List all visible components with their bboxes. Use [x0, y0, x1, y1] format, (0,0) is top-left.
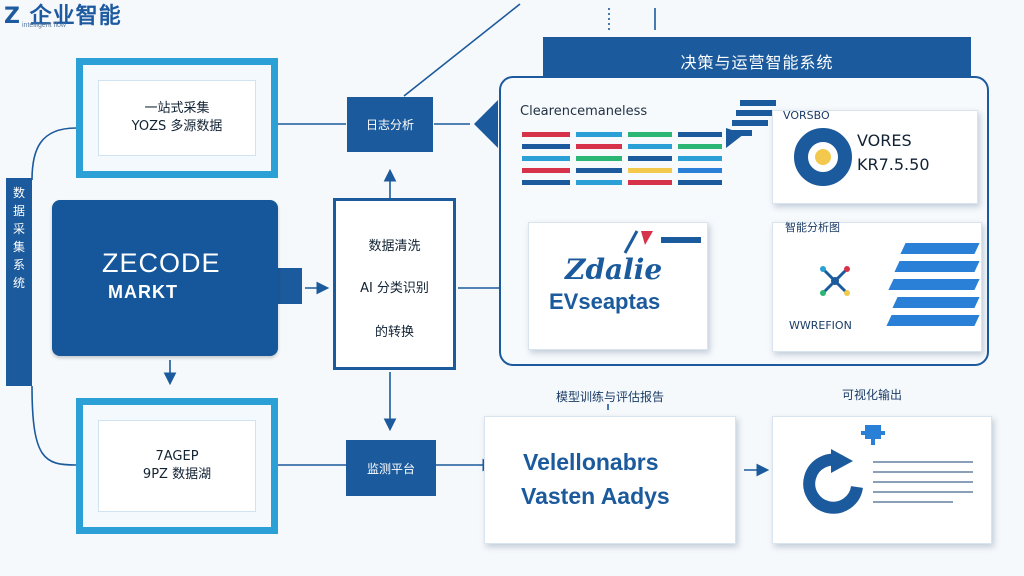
product-logo-card[interactable]: Zdalie EVseaptas [528, 222, 708, 350]
main-engine-title: ZECODE [102, 248, 221, 278]
monitoring-node[interactable]: 监测平台 [346, 440, 436, 496]
report-card[interactable] [772, 416, 992, 544]
app-logo: Z 企业智能 [4, 4, 122, 29]
analysis-line1: Velellonabrs [523, 449, 659, 475]
kpi-card[interactable]: VORSBO VORES KR7.5.50 [772, 109, 978, 204]
data-collection-tab[interactable]: 数 据 采 集 系 统 [6, 178, 32, 386]
tab-char: 采 [12, 222, 25, 236]
main-engine-subtitle: MARKT [108, 282, 178, 302]
product-logo-line2: EVseaptas [549, 289, 661, 314]
refresh-report-icon [803, 449, 863, 514]
source-box-top-line2: YOZS 多源数据 [131, 119, 223, 134]
source-box-top-line1: 一站式采集 [144, 101, 210, 116]
kpi-card-title: VORSBO [783, 109, 830, 122]
analysis-line2: Vasten Aadys [521, 483, 670, 509]
log-analysis-node[interactable]: 日志分析 [347, 97, 433, 152]
source-box-bottom-line2: 9PZ 数据湖 [142, 467, 212, 482]
flag-accent-icon [726, 100, 776, 148]
processing-box[interactable]: 数据清洗 AI 分类识别 的转换 [333, 198, 456, 370]
bar-analysis-title: 智能分析图 [785, 221, 840, 234]
processing-line2: AI 分类识别 [360, 281, 429, 296]
network-nodes-icon [820, 266, 850, 296]
source-box-bottom-line1: 7AGEP [155, 449, 199, 464]
tab-char: 据 [12, 204, 25, 218]
processing-line3: 的转换 [374, 325, 414, 340]
report-caption: 可视化输出 [842, 388, 903, 402]
source-box-bottom[interactable]: 7AGEP 9PZ 数据湖 [76, 398, 278, 534]
bar-analysis-caption: WWREFION [789, 319, 852, 332]
table-card[interactable]: Clearencemaneless [512, 100, 726, 200]
ribbon-icon [623, 230, 701, 254]
main-engine-box[interactable]: ZECODE MARKT [52, 200, 278, 356]
kpi-line1: VORES [857, 131, 912, 150]
product-logo-line1: Zdalie [565, 253, 663, 286]
analysis-card[interactable]: Velellonabrs Vasten Aadys [484, 416, 736, 544]
tab-char: 数 [12, 186, 25, 200]
tab-char: 统 [12, 276, 25, 290]
app-logo-subtext: intelligent flow [22, 22, 66, 29]
tab-char: 集 [12, 240, 25, 254]
source-box-top[interactable]: 一站式采集 YOZS 多源数据 [76, 58, 278, 178]
donut-chart-icon [794, 128, 852, 186]
bar-analysis-card[interactable]: 智能分析图 WWREFION [772, 221, 982, 352]
kpi-line2: KR7.5.50 [857, 155, 930, 174]
pin-icon [861, 425, 885, 445]
processing-line1: 数据清洗 [368, 239, 421, 254]
tab-char: 系 [12, 258, 25, 272]
table-card-title: Clearencemaneless [520, 104, 648, 119]
analysis-caption: 模型训练与评估报告 [556, 390, 665, 404]
